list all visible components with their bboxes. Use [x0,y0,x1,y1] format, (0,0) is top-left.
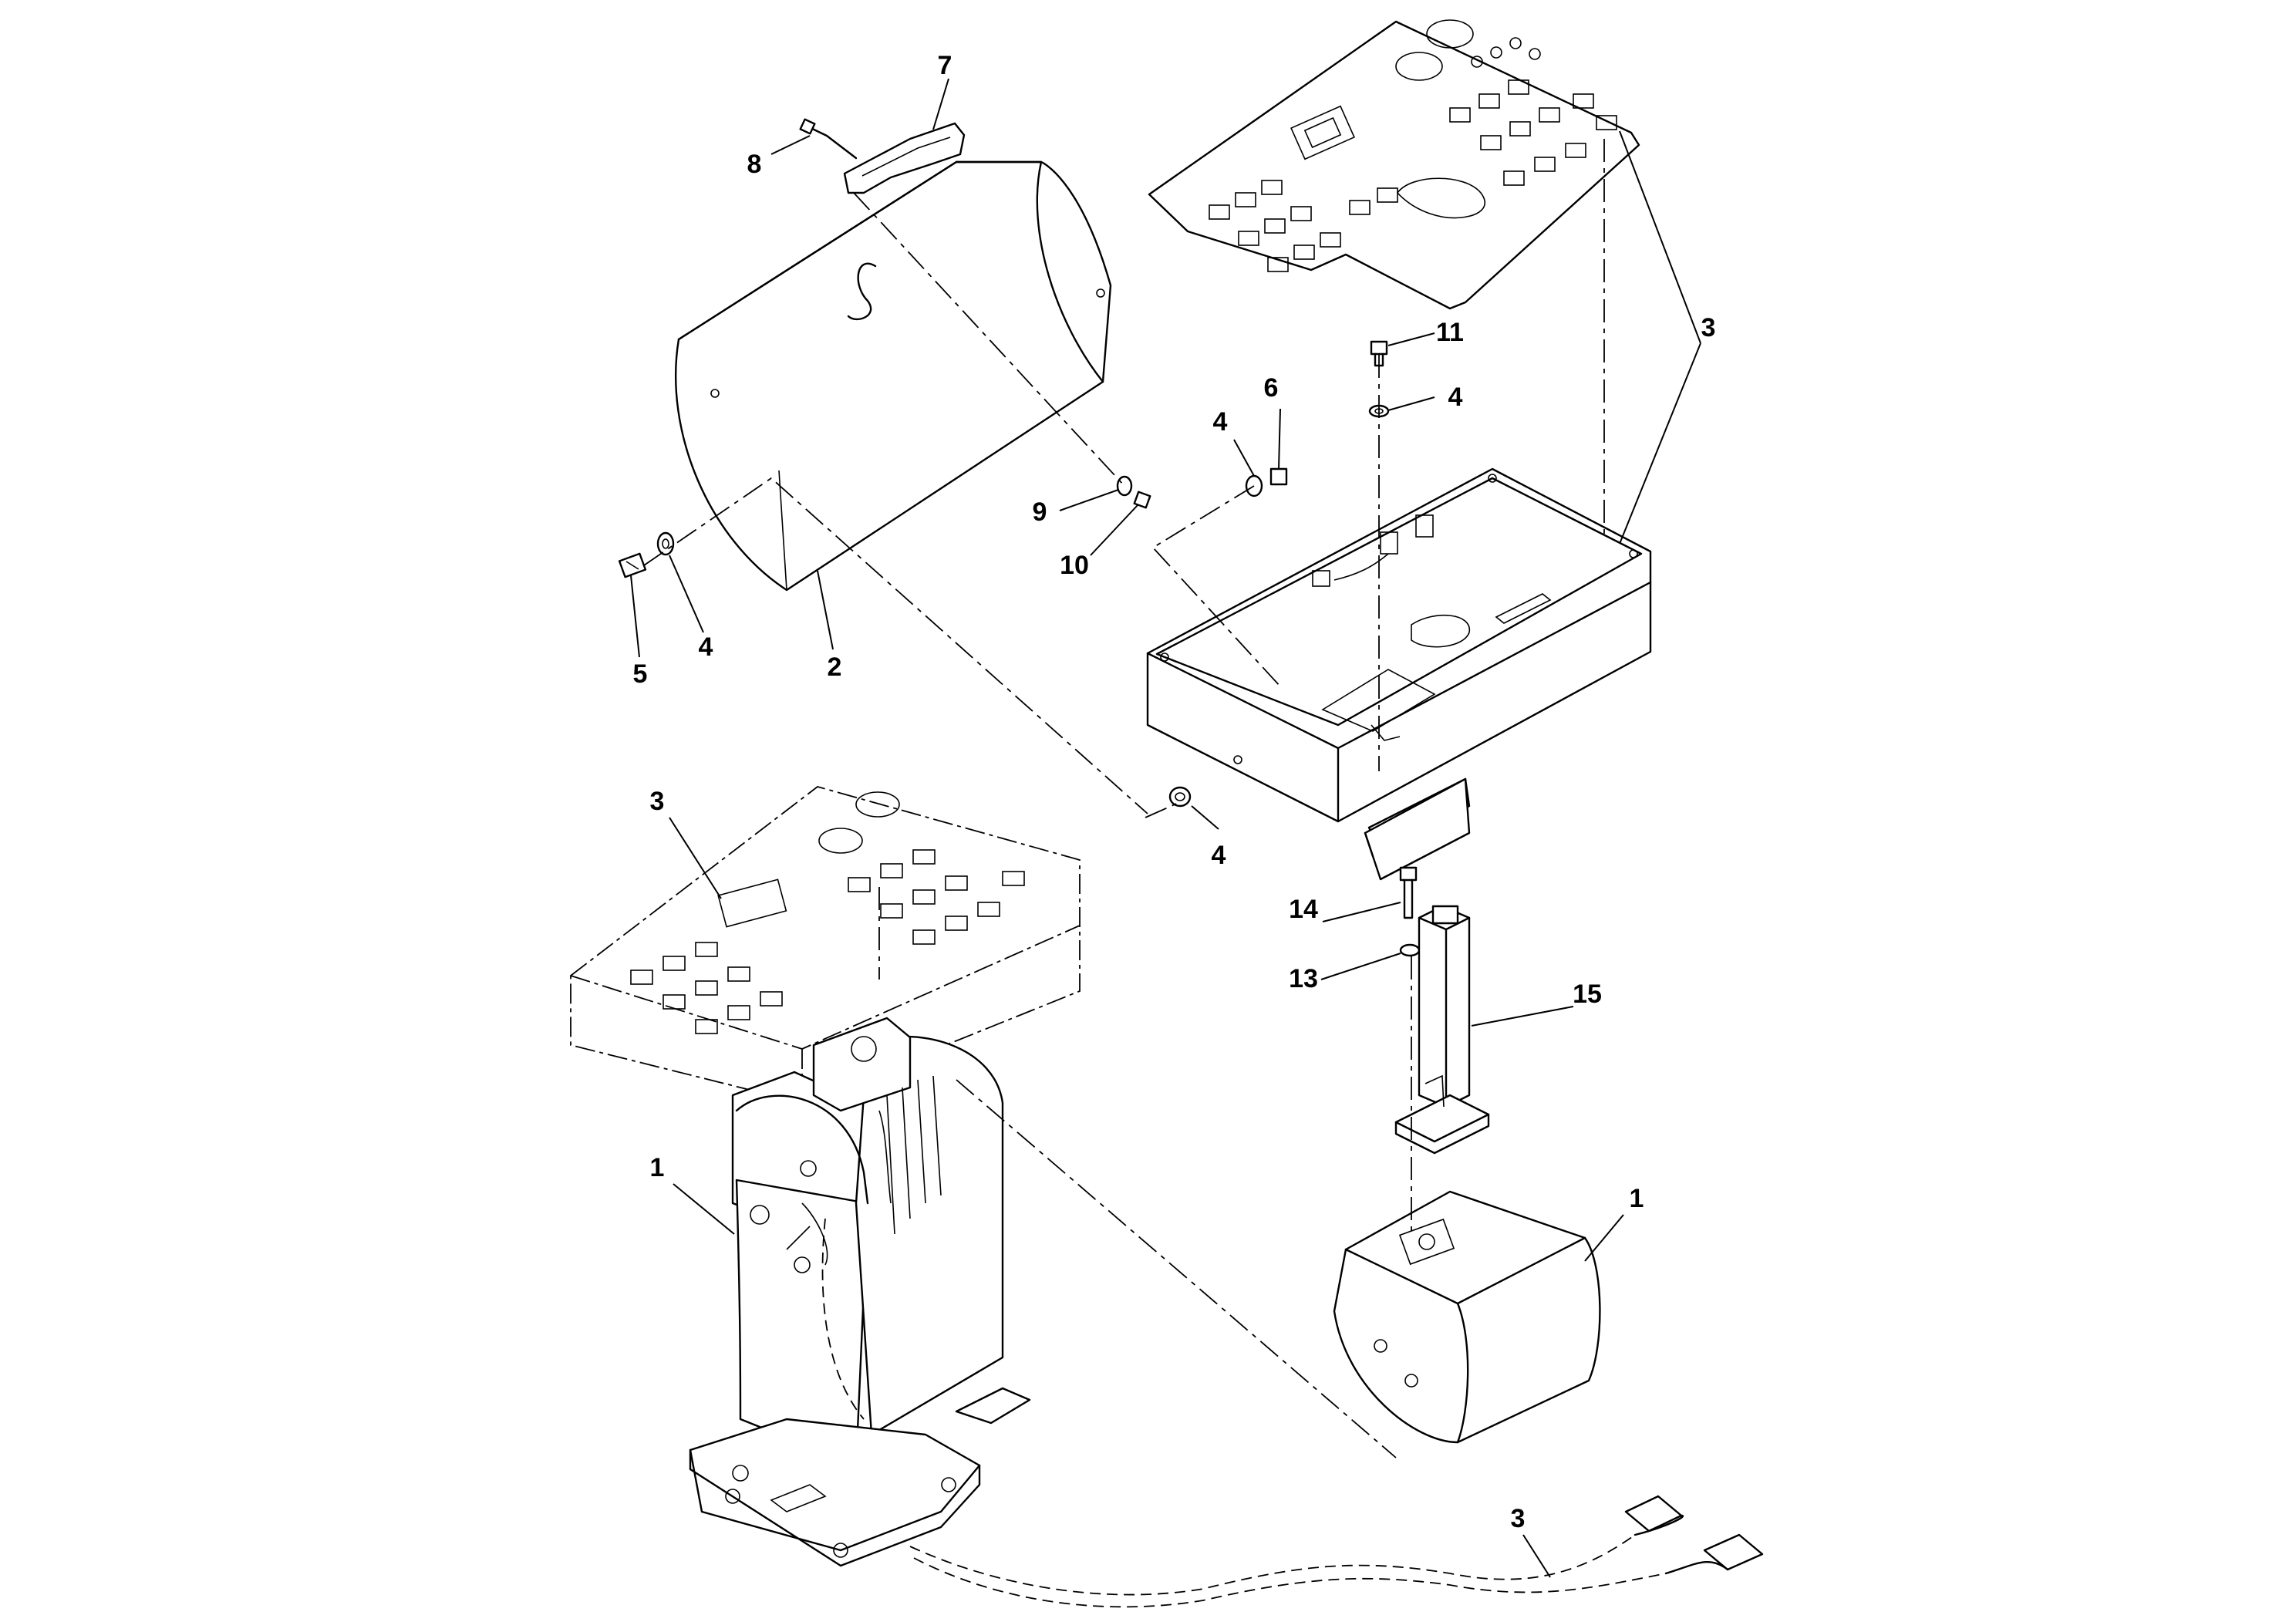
switch-grid-phantom [630,849,1025,1034]
callout-15: 15 [1573,980,1602,1009]
callout-9: 9 [1033,497,1047,527]
callout-labels: 7 8 5 4 2 9 10 4 6 11 4 3 4 3 14 13 15 1… [633,51,1716,1533]
callout-4: 4 [1448,383,1463,412]
handle-part-7 [843,122,966,194]
cover-shroud [675,160,1112,592]
console-box-pedestal [1364,777,1471,881]
wiring-harness [909,1495,1764,1608]
nut-part-6 [1269,467,1288,486]
assembly-center-lines [643,139,1605,1458]
pedestal-assembly [689,1017,1031,1567]
callout-1: 1 [1630,1184,1644,1213]
callout-3: 3 [1701,313,1716,342]
callout-13: 13 [1289,964,1318,993]
washer-part-4-lower [1168,786,1192,808]
washer-part-13 [1399,943,1421,957]
callout-6: 6 [1264,373,1279,403]
callout-4: 4 [1212,841,1226,870]
base-housing-right [1333,1190,1601,1444]
callout-2: 2 [828,653,842,682]
callout-1: 1 [650,1153,665,1182]
callout-5: 5 [633,659,648,689]
screw-part-5 [618,552,647,578]
washer-part-4-left [656,531,675,556]
control-panel-phantom [570,786,1081,1104]
callout-4: 4 [699,632,713,662]
leader-lines [630,78,1701,1578]
callout-7: 7 [938,51,952,80]
callout-3: 3 [1511,1504,1526,1533]
bolt-part-14 [1399,866,1418,919]
switch-grid-top [1209,37,1617,272]
screw-part-8 [799,118,858,160]
console-box [1146,467,1652,854]
column-part-15 [1394,905,1490,1155]
callout-4: 4 [1213,407,1228,437]
washer-part-9 [1116,475,1133,497]
nut-part-10 [1133,491,1151,509]
callout-10: 10 [1060,551,1089,580]
callout-3: 3 [650,787,665,816]
control-panel-top [1148,19,1640,310]
callout-8: 8 [747,150,762,179]
callout-11: 11 [1436,318,1464,347]
callout-14: 14 [1289,895,1318,924]
